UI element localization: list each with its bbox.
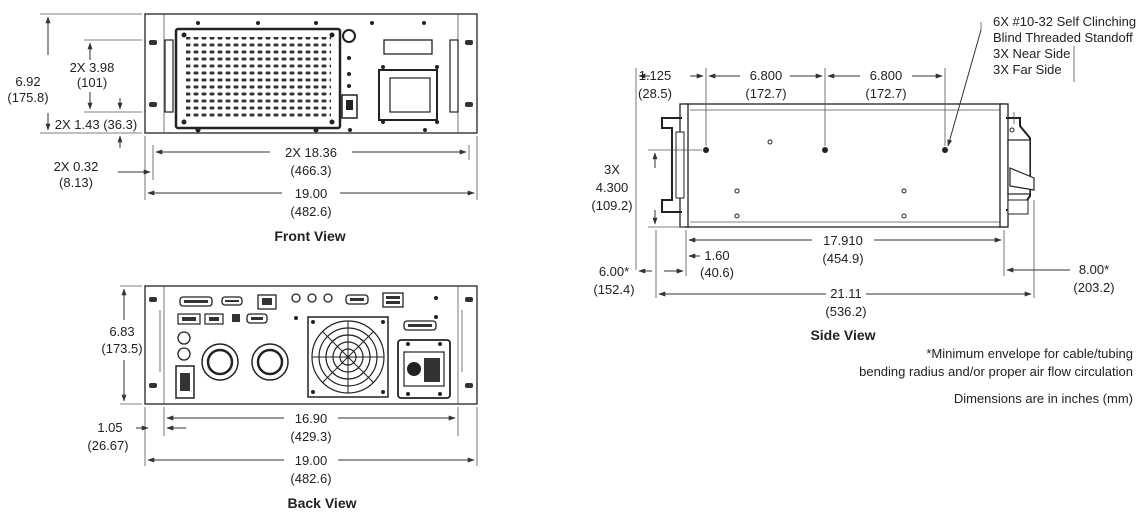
side-body-depth-in: 17.910 xyxy=(823,233,863,248)
side-vertical-in: 4.300 xyxy=(596,180,629,195)
standoff xyxy=(822,147,828,153)
back-view-caption: Back View xyxy=(287,495,356,511)
standoff-note-line-3: 3X Near Side xyxy=(993,46,1070,61)
side-handle-depth-mm: (40.6) xyxy=(700,265,734,280)
back-height-mm: (173.5) xyxy=(101,341,142,356)
side-view: 6X #10-32 Self Clinching Blind Threaded … xyxy=(591,14,1136,343)
side-front-offset-in: 1.125 xyxy=(639,68,672,83)
front-width-mm: (482.6) xyxy=(290,204,331,219)
envelope-note-line-1: *Minimum envelope for cable/tubing xyxy=(926,346,1133,361)
back-width-in: 19.00 xyxy=(295,453,328,468)
side-rear-clear-mm: (203.2) xyxy=(1073,280,1114,295)
standoff xyxy=(703,147,709,153)
back-inner-width-in: 16.90 xyxy=(295,411,328,426)
standoff-note-line-1: 6X #10-32 Self Clinching xyxy=(993,14,1136,29)
front-view-caption: Front View xyxy=(274,228,345,244)
side-vertical-mm: (109.2) xyxy=(591,198,632,213)
back-view: 6.83 (173.5) 1.05 (26.67) 16.90 (429.3) … xyxy=(87,285,478,511)
side-spacing1-in: 6.800 xyxy=(750,68,783,83)
side-body-depth-mm: (454.9) xyxy=(822,251,863,266)
side-overall-in: 21.11 xyxy=(830,286,862,301)
front-handle-offset: 2X 1.43 (36.3) xyxy=(55,117,137,132)
standoff-note-line-4: 3X Far Side xyxy=(993,62,1062,77)
front-height-mm: (175.8) xyxy=(7,90,48,105)
back-offset-in: 1.05 xyxy=(97,420,122,435)
ear-slot xyxy=(465,40,473,45)
side-overall-mm: (536.2) xyxy=(825,304,866,319)
side-handle-depth-in: 1.60 xyxy=(704,248,729,263)
side-front-offset-mm: (28.5) xyxy=(638,86,672,101)
front-handle-side xyxy=(661,117,682,213)
side-vertical-qty: 3X xyxy=(604,162,620,177)
front-width-in: 19.00 xyxy=(295,186,328,201)
side-front-clear-in: 6.00* xyxy=(599,264,629,279)
front-height-in: 6.92 xyxy=(15,74,40,89)
standoff xyxy=(942,147,948,153)
front-handle-right xyxy=(449,39,459,113)
front-view: 6.92 (175.8) 2X 3.98 (101) 2X 1.43 (36.3… xyxy=(7,13,478,244)
units-note: Dimensions are in inches (mm) xyxy=(954,391,1133,406)
side-view-caption: Side View xyxy=(810,327,875,343)
standoff-note-line-2: Blind Threaded Standoff xyxy=(993,30,1133,45)
front-hole-spacing-in: 2X 18.36 xyxy=(285,145,337,160)
side-spacing1-mm: (172.7) xyxy=(745,86,786,101)
chassis-side xyxy=(685,103,1005,228)
envelope-note-line-2: bending radius and/or proper air flow ci… xyxy=(859,364,1133,379)
front-ear-offset-in: 2X 0.32 xyxy=(54,159,99,174)
front-display xyxy=(383,39,433,55)
front-handle-spacing-in: 2X 3.98 xyxy=(70,60,115,75)
key-switch xyxy=(342,29,356,43)
front-hole-spacing-mm: (466.3) xyxy=(290,163,331,178)
ear-slot xyxy=(149,102,157,107)
ear-slot xyxy=(465,102,473,107)
front-handle-spacing-mm: (101) xyxy=(77,75,107,90)
back-inner-width-mm: (429.3) xyxy=(290,429,331,444)
side-rear-clear-in: 8.00* xyxy=(1079,262,1109,277)
back-offset-mm: (26.67) xyxy=(87,438,128,453)
ear-slot xyxy=(149,40,157,45)
front-ear-offset-mm: (8.13) xyxy=(59,175,93,190)
side-spacing2-mm: (172.7) xyxy=(865,86,906,101)
back-width-mm: (482.6) xyxy=(290,471,331,486)
side-front-clear-mm: (152.4) xyxy=(593,282,634,297)
back-height-in: 6.83 xyxy=(109,324,134,339)
side-spacing2-in: 6.800 xyxy=(870,68,903,83)
front-handle-left xyxy=(164,39,174,113)
